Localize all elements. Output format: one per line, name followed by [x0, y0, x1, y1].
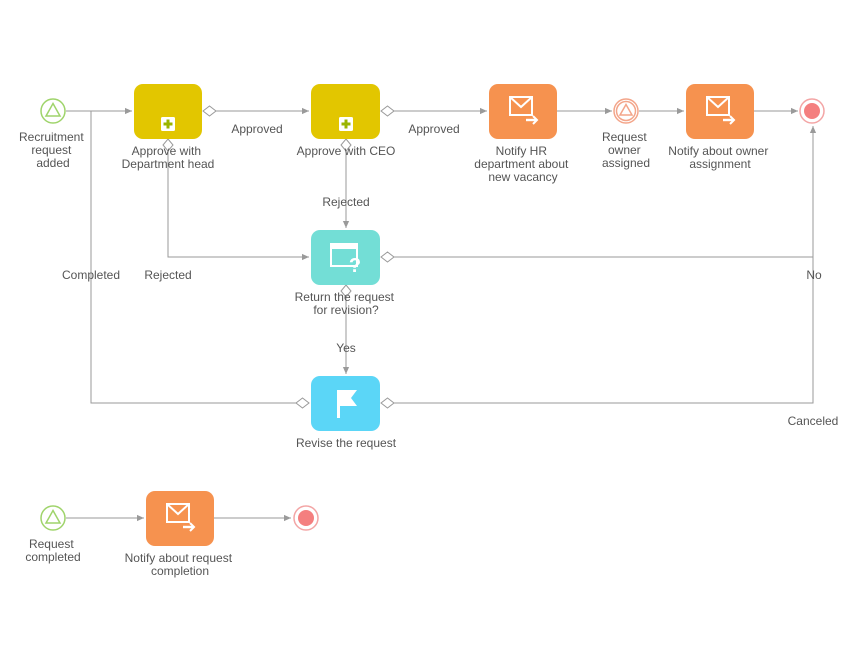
flow-canceled-to-end[interactable] — [394, 257, 814, 404]
connector-diamond — [162, 138, 174, 152]
triangle-icon — [44, 508, 62, 524]
task-label: Approve with Department head — [122, 144, 215, 171]
task-label: Notify about request completion — [125, 551, 236, 578]
window-question-icon: ? — [330, 243, 361, 277]
flow-label-completed: Completed — [62, 268, 120, 282]
end-event-main[interactable] — [799, 98, 825, 124]
task-label: Notify about owner assignment — [668, 144, 771, 171]
flow-label-yes: Yes — [336, 341, 356, 355]
task-label: Approve with CEO — [297, 144, 396, 158]
task-approve-ceo[interactable]: Approve with CEO — [297, 84, 396, 158]
svg-text:?: ? — [349, 255, 361, 277]
connector-diamond — [340, 138, 352, 152]
connector-diamond — [202, 105, 217, 117]
connector-diamond — [380, 251, 395, 263]
email-send-icon — [706, 96, 736, 125]
task-return-for-revision[interactable]: ? Return the request for revision? — [295, 230, 398, 317]
flag-icon — [337, 390, 357, 418]
task-label: Revise the request — [296, 436, 397, 450]
flow-label-approved: Approved — [231, 122, 282, 136]
event-label: Recruitment request added — [19, 130, 87, 170]
task-notify-completion[interactable]: Notify about request completion — [125, 491, 236, 578]
end-event-completion[interactable] — [293, 505, 319, 531]
connector-diamond — [380, 397, 395, 409]
task-revise-request[interactable]: Revise the request — [296, 376, 397, 450]
flow-label-approved: Approved — [408, 122, 459, 136]
flow-label-rejected: Rejected — [144, 268, 191, 282]
connector-diamond — [295, 397, 310, 409]
email-send-icon — [166, 503, 196, 532]
flow-rejected-dept[interactable] — [167, 145, 309, 261]
triangle-icon — [44, 101, 62, 117]
flow-label-canceled: Canceled — [788, 414, 839, 428]
connectors — [66, 105, 817, 522]
plus-icon — [339, 117, 353, 131]
flow-label-rejected: Rejected — [322, 195, 369, 209]
plus-icon — [161, 117, 175, 131]
task-notify-hr[interactable]: Notify HR department about new vacancy — [474, 84, 571, 184]
start-event-recruitment[interactable]: Recruitment request added — [19, 98, 87, 170]
task-notify-owner[interactable]: Notify about owner assignment — [668, 84, 771, 171]
flow-label-no: No — [806, 268, 822, 282]
connector-diamond — [380, 105, 395, 117]
task-approve-dept-head[interactable]: Approve with Department head — [122, 84, 215, 171]
email-send-icon — [509, 96, 539, 125]
flow-completed-to-approve-dept[interactable] — [90, 111, 302, 404]
task-label: Return the request for revision? — [295, 290, 398, 317]
start-event-request-completed[interactable]: Request completed — [25, 505, 81, 564]
task-label: Notify HR department about new vacancy — [474, 144, 571, 184]
connector-diamond — [340, 284, 352, 298]
triangle-icon — [618, 102, 634, 116]
intermediate-event-owner-assigned[interactable]: Request owner assigned — [602, 98, 650, 170]
event-label: Request completed — [25, 537, 80, 564]
flow-labels: Approved Approved Rejected Rejected Comp… — [62, 122, 838, 428]
event-label: Request owner assigned — [602, 130, 650, 170]
